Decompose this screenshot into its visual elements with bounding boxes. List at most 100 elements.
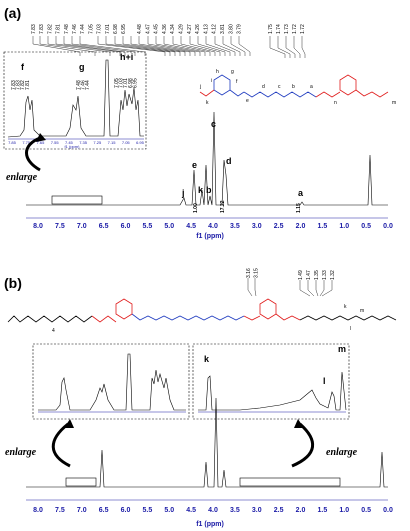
axis-tick: 8.0 (33, 223, 43, 230)
axis-tick: 5.5 (143, 507, 153, 514)
structure-label: g (231, 69, 234, 75)
panel-b-enlarge-right-arrowhead (294, 419, 304, 428)
shift-label: 7.82 (47, 24, 53, 34)
axis-tick: 6.5 (99, 223, 109, 230)
main-peak-d: d (226, 156, 232, 166)
axis-tick: 3.0 (252, 507, 262, 514)
shift-label: 4.13 (203, 24, 209, 34)
shift-label: 1.35 (314, 270, 320, 280)
structure-label: j (199, 84, 201, 90)
panel-a-shift-connectors (32, 36, 306, 58)
panel-a-enlarge-arrow (25, 136, 41, 172)
panel-b-axis-label: f1 (ppm) (196, 521, 224, 528)
inset-peak-hi: h+i (120, 52, 133, 62)
inset-f-shift-labels: 7.837.837.827.81 (11, 80, 31, 90)
main-peak-a: a (298, 188, 304, 198)
structure-label: k (344, 304, 347, 310)
inset-axis-tick: 7.35 (79, 140, 88, 145)
axis-tick: 2.5 (274, 223, 284, 230)
inset-shift-label: 7.82 (20, 80, 26, 90)
shift-label: 7.48 (64, 24, 70, 34)
inset-axis-tick: 7.15 (108, 140, 117, 145)
shift-label: 3.80 (228, 24, 234, 34)
shift-label: 7.05 (88, 24, 94, 34)
axis-tick: 5.0 (164, 507, 174, 514)
shift-label: 7.83 (39, 24, 45, 34)
shift-label: 7.81 (56, 24, 62, 34)
shift-label: 7.03 (97, 24, 103, 34)
structure-label: k (206, 100, 209, 106)
panel-b-tag: (b) (4, 275, 22, 291)
axis-tick: 6.0 (121, 507, 131, 514)
shift-label: 4.26 (195, 24, 201, 34)
panel-b-enlarge-right-label: enlarge (326, 447, 358, 458)
panel-a-enlarge-arrowhead (36, 133, 46, 142)
inset-axis-tick: 7.05 (122, 140, 131, 145)
panel-a-structure (199, 74, 389, 98)
axis-tick: 4.0 (208, 223, 218, 230)
main-peak-c: c (211, 119, 216, 129)
shift-label: 6.95 (121, 24, 127, 34)
axis-tick: 5.5 (143, 223, 153, 230)
shift-label: 4.29 (179, 24, 185, 34)
inset-shift-label: 6.98 (128, 78, 134, 88)
shift-label: 1.33 (322, 270, 328, 280)
axis-tick: 4.0 (208, 507, 218, 514)
integral-value: 17.22 (220, 200, 226, 213)
shift-label: 4.27 (187, 24, 193, 34)
axis-tick: 5.0 (164, 223, 174, 230)
axis-tick: 1.0 (339, 507, 349, 514)
panel-b-inset-right-box (192, 343, 350, 420)
panel-a-main-spectrum (26, 111, 388, 206)
inset-shift-label: 7.81 (25, 80, 31, 90)
shift-label: 1.74 (276, 24, 282, 34)
structure-label: i (211, 78, 212, 84)
shift-label: 7.44 (80, 24, 86, 34)
axis-tick: 7.5 (55, 507, 65, 514)
panel-b-enlarge-left-arrow (51, 422, 71, 468)
shift-label: 1.32 (330, 270, 336, 280)
inset-shift-label: 7.03 (119, 78, 125, 88)
panel-b-enlarge-left-label: enlarge (5, 447, 37, 458)
structure-label: h (216, 69, 219, 75)
inset-a-axis-label: f1 (ppm) (65, 144, 81, 149)
inset-shift-label: 6.95 (132, 78, 138, 88)
shift-label: 4.34 (170, 24, 176, 34)
shift-label: 4.36 (162, 24, 168, 34)
inset-shift-label: 7.48 (76, 80, 82, 90)
inset-shift-label: 7.83 (11, 80, 17, 90)
panel-a-axis-label: f1 (ppm) (196, 233, 224, 240)
shift-label: 4.48 (137, 24, 143, 34)
axis-tick: 0.5 (361, 507, 371, 514)
shift-label: 4.47 (145, 24, 151, 34)
shift-label: 6.98 (113, 24, 119, 34)
axis-tick: 7.0 (77, 223, 87, 230)
shift-label: 3.15 (254, 268, 260, 278)
inset-shift-label: 7.46 (81, 80, 87, 90)
inset-shift-label: 7.44 (85, 80, 91, 90)
axis-tick: 4.5 (186, 223, 196, 230)
shift-label: 1.49 (298, 270, 304, 280)
inset-peak-f: f (21, 62, 25, 72)
structure-label: f (236, 79, 238, 85)
axis-tick: 1.0 (339, 223, 349, 230)
axis-tick: 0.5 (361, 223, 371, 230)
axis-tick: 7.5 (55, 223, 65, 230)
integral-value: 1.00 (193, 203, 199, 213)
panel-b-inset-left-box (32, 343, 190, 420)
panel-a-tag: (a) (4, 5, 21, 21)
inset-g-shift-labels: 7.487.467.44 (76, 80, 91, 90)
inset-axis-tick: 7.75 (22, 140, 31, 145)
structure-label: d (262, 84, 265, 90)
axis-tick: 1.5 (318, 223, 328, 230)
main-peak-k: k (198, 185, 204, 195)
structure-label: m (360, 308, 364, 314)
panel-a-enlarge-label: enlarge (6, 172, 38, 183)
inset-b-peak-k: k (204, 354, 210, 364)
shift-label: 1.47 (306, 270, 312, 280)
inset-shift-label: 7.01 (123, 78, 129, 88)
